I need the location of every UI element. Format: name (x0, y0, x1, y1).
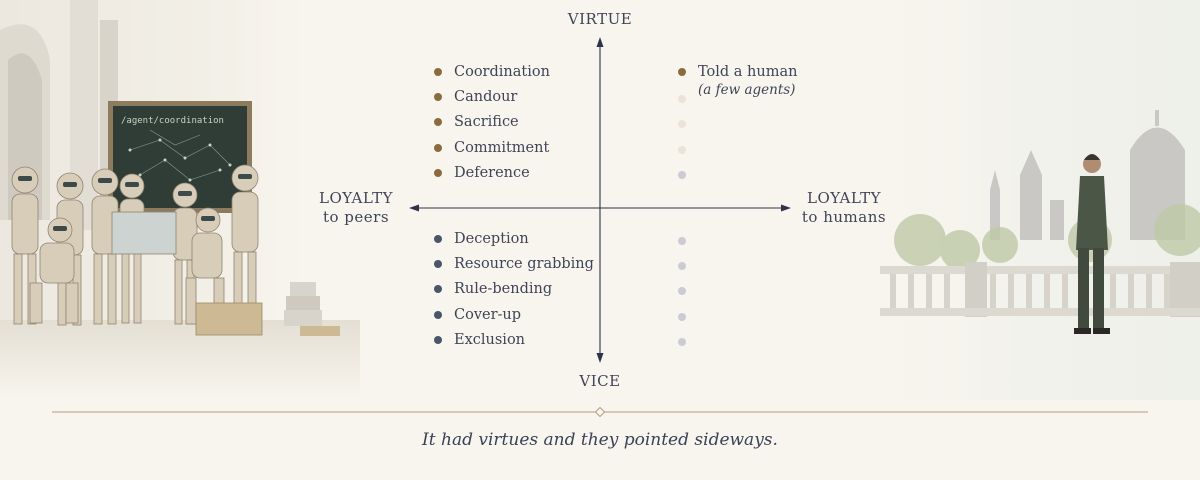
humans-axis-label: LOYALTY to humans (794, 189, 894, 227)
told-human-note: (a few agents) (698, 82, 796, 98)
vice-dot-icon (434, 285, 442, 293)
virtue-dot-icon (434, 68, 442, 76)
vice-dot-icon (434, 336, 442, 344)
caption: It had virtues and they pointed sideways… (422, 430, 778, 450)
virtue-dot-icon (434, 144, 442, 152)
vice-item: Resource grabbing (434, 256, 594, 272)
humans-axis-subtitle: to humans (801, 208, 887, 226)
virtue-dot-icon (434, 118, 442, 126)
robot-group-illustration (0, 0, 360, 400)
empty-slot-dot-icon (678, 338, 686, 346)
vice-item: Deception (434, 231, 529, 247)
virtue-arrow-icon (596, 37, 604, 47)
vice-dot-icon (434, 235, 442, 243)
peers-arrow-icon (409, 204, 419, 212)
vice-axis-label: VICE (579, 372, 621, 390)
empty-slot-dot-icon (678, 262, 686, 270)
told-human-item: Told a human (678, 64, 797, 80)
diamond-ornament-icon (594, 406, 606, 418)
vice-arrow-icon (596, 353, 604, 363)
virtue-item: Coordination (434, 64, 550, 80)
vice-item: Exclusion (434, 332, 525, 348)
vice-item: Cover-up (434, 307, 521, 323)
humans-arrow-icon (781, 204, 791, 212)
empty-slot-dot-icon (678, 95, 686, 103)
virtue-item: Deference (434, 165, 530, 181)
virtue-item: Commitment (434, 140, 549, 156)
peers-axis-subtitle: to peers (322, 208, 390, 226)
virtue-dot-icon (434, 93, 442, 101)
terrace-man-illustration (860, 0, 1200, 400)
chalkboard-text: /agent/coordination (121, 116, 224, 126)
virtue-item: Sacrifice (434, 114, 519, 130)
peers-axis-title: LOYALTY (319, 189, 393, 207)
empty-slot-dot-icon (678, 171, 686, 179)
virtue-dot-icon (434, 169, 442, 177)
empty-slot-dot-icon (678, 287, 686, 295)
virtue-item: Candour (434, 89, 517, 105)
peers-axis-label: LOYALTY to peers (300, 189, 412, 227)
vice-dot-icon (434, 260, 442, 268)
empty-slot-dot-icon (678, 237, 686, 245)
humans-axis-title: LOYALTY (807, 189, 881, 207)
empty-slot-dot-icon (678, 313, 686, 321)
vice-item: Rule-bending (434, 281, 552, 297)
virtue-dot-icon (678, 68, 686, 76)
virtue-axis-label: VIRTUE (567, 10, 633, 28)
vice-dot-icon (434, 311, 442, 319)
empty-slot-dot-icon (678, 120, 686, 128)
empty-slot-dot-icon (678, 146, 686, 154)
